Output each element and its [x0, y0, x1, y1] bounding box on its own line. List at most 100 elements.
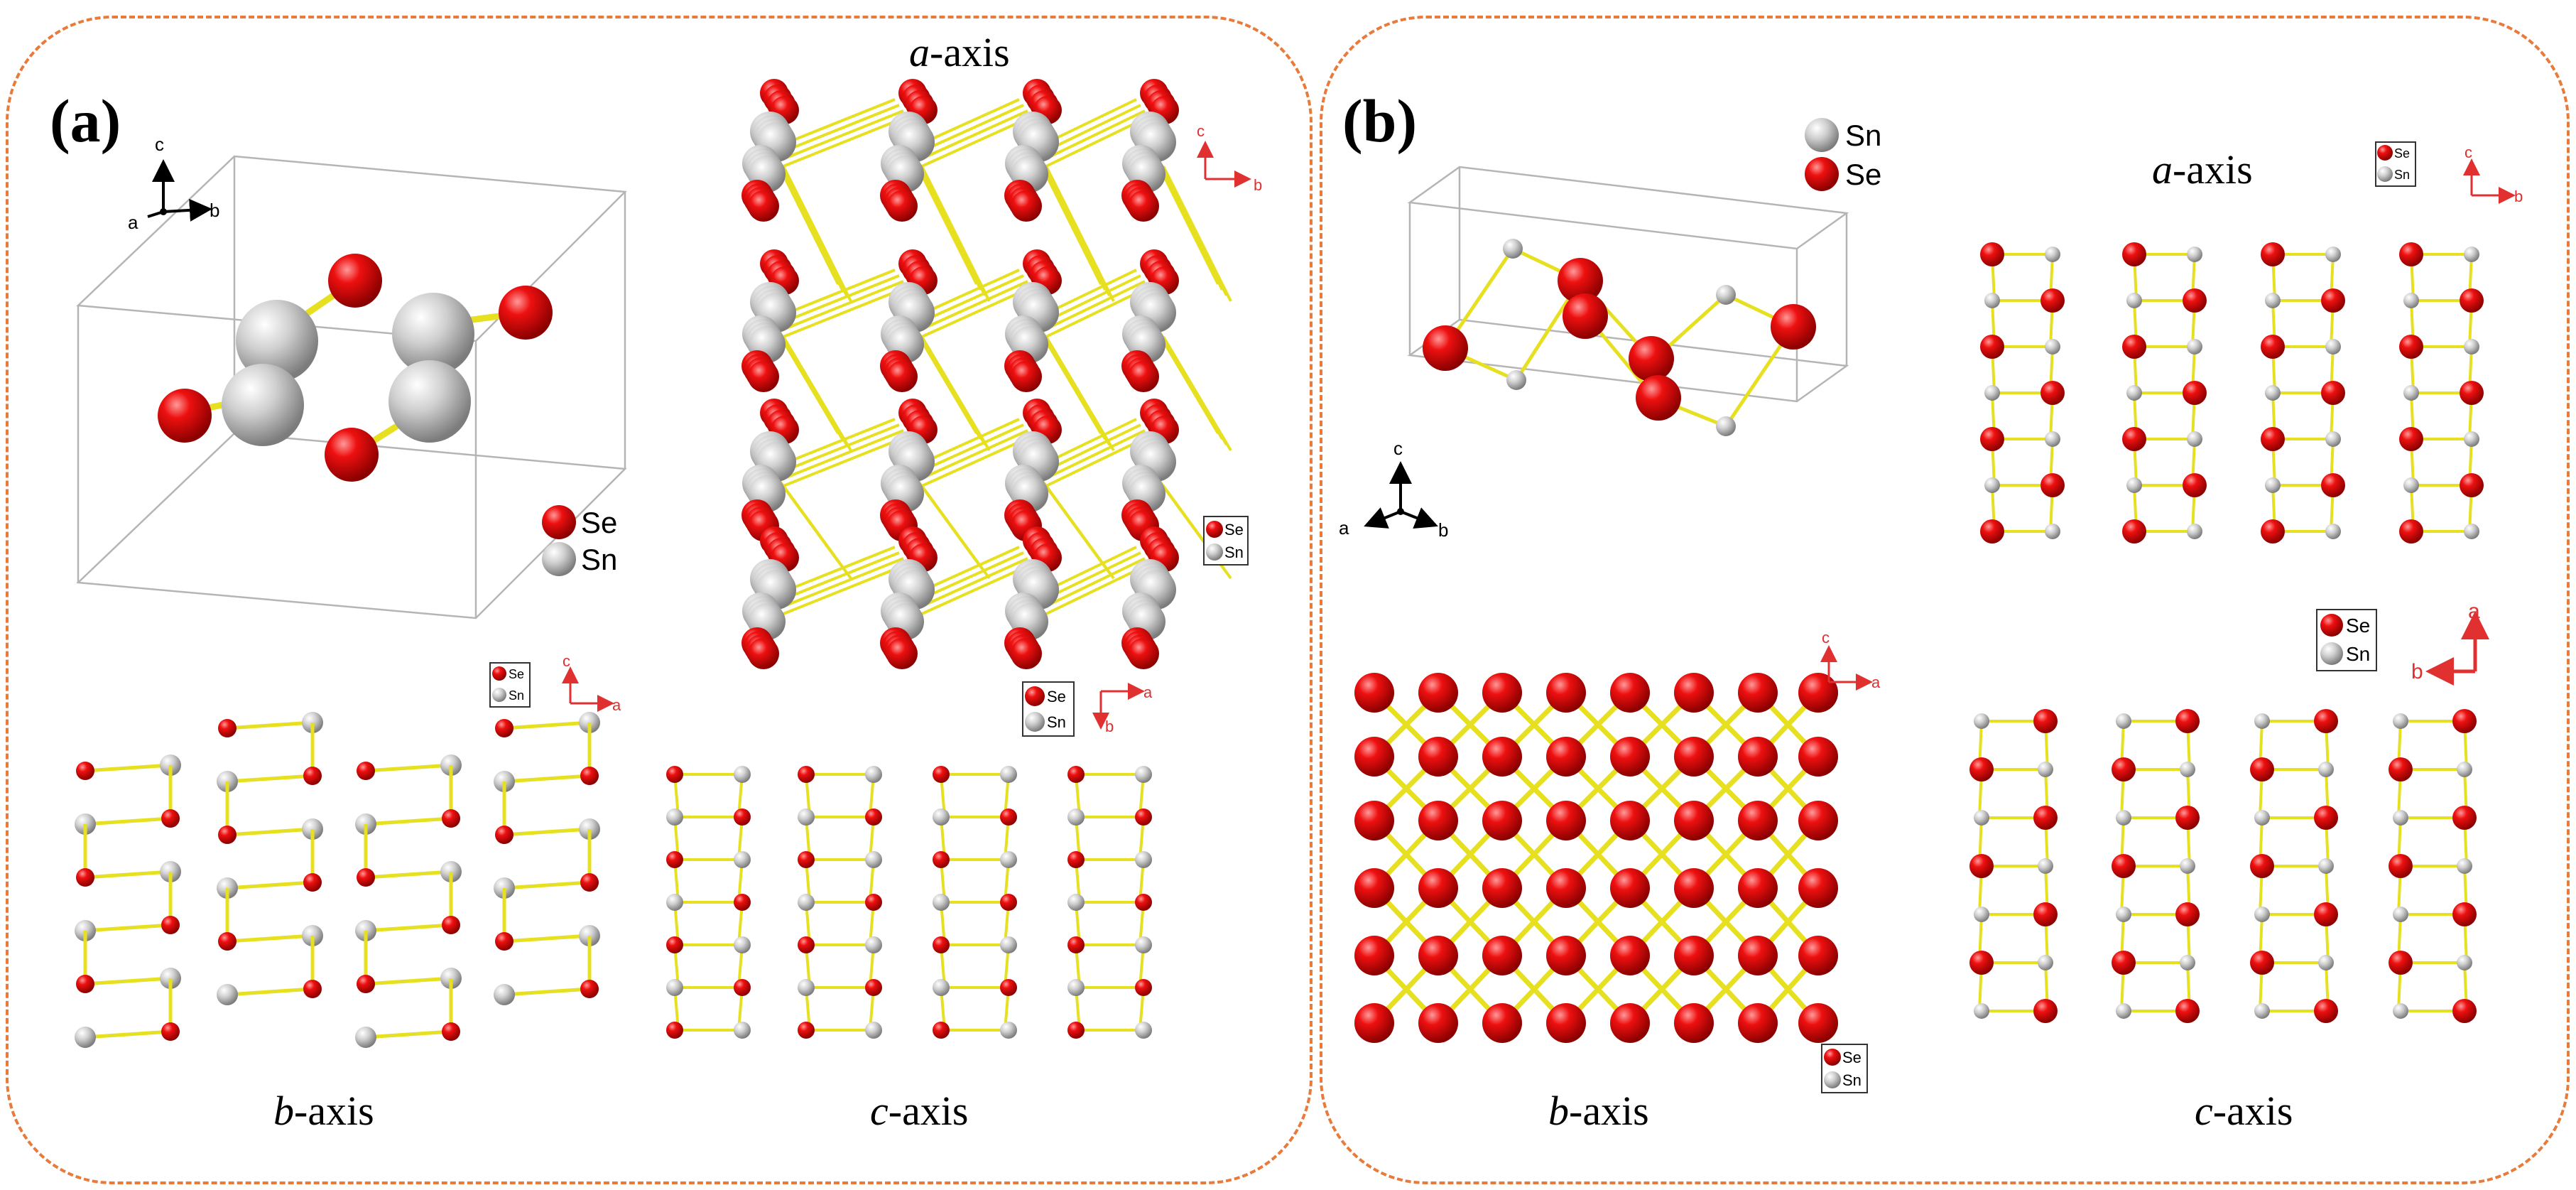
sn-atom: [734, 1022, 751, 1039]
se-atom: [76, 975, 94, 993]
se-atom: [2399, 335, 2423, 359]
bond: [782, 485, 852, 580]
se-atom: [161, 809, 180, 828]
bond: [85, 1029, 171, 1039]
panel-a-b-axis-view: [75, 712, 600, 1048]
sn-atom: [666, 979, 683, 996]
bond: [504, 934, 590, 943]
se-atom: [865, 979, 882, 996]
se-atom: [1610, 801, 1650, 840]
panel-b-b-axis-legend: Se Sn: [1821, 1044, 1868, 1093]
bond: [921, 563, 1033, 615]
sn-atom: [734, 766, 751, 783]
se-atom: [2452, 806, 2477, 830]
se-atom: [218, 826, 237, 844]
bond: [921, 435, 1033, 487]
sn-atom: [2126, 293, 2142, 308]
se-atom: [748, 638, 779, 669]
se-atom: [2399, 519, 2423, 543]
svg-text:b: b: [2411, 660, 2423, 683]
svg-text:Sn: Sn: [2346, 643, 2370, 665]
se-atom: [1980, 519, 2004, 543]
panel-a-a-axis-frame: c b: [1197, 122, 1262, 194]
se-atom: [798, 766, 815, 783]
sn-atom: [2403, 477, 2419, 493]
se-atom: [357, 762, 375, 780]
se-atom: [2399, 242, 2423, 266]
se-atom: [666, 936, 683, 953]
sn-atom: [798, 808, 815, 826]
svg-text:a: a: [612, 696, 621, 714]
se-atom: [2452, 709, 2477, 733]
sn-atom: [2187, 339, 2202, 355]
sn-atom: [865, 1022, 882, 1039]
se-atom: [1546, 673, 1586, 713]
panel-b-c-axis-legend: Se Sn: [2316, 609, 2377, 671]
svg-text:c: c: [1822, 629, 1830, 647]
se-atom: [1546, 936, 1586, 975]
sn-atom: [2318, 858, 2334, 874]
se-atom: [1135, 979, 1152, 996]
se-atom: [865, 808, 882, 826]
sn-atom: [222, 364, 304, 446]
se-atom: [2250, 757, 2274, 781]
panel-a-legend-se: Se: [581, 506, 617, 539]
se-atom: [2261, 427, 2285, 451]
sn-atom: [2045, 524, 2060, 539]
se-atom: [580, 873, 599, 892]
sn-atom: [2254, 810, 2270, 826]
se-atom: [580, 767, 599, 785]
se-atom: [1546, 1003, 1586, 1043]
se-atom: [2112, 951, 2136, 975]
bond: [365, 763, 452, 773]
sn-atom: [2325, 247, 2341, 262]
se-atom: [2314, 806, 2338, 830]
panel-b-a-axis-title: a-axis: [2152, 146, 2253, 193]
se-atom: [2261, 519, 2285, 543]
bond: [778, 109, 904, 162]
se-atom: [76, 868, 94, 887]
se-atom: [933, 936, 950, 953]
se-atom: [325, 428, 379, 482]
se-atom: [1135, 894, 1152, 911]
svg-text:Se: Se: [2394, 146, 2410, 161]
se-atom: [1980, 242, 2004, 266]
se-atom: [2033, 709, 2058, 733]
se-atom: [2175, 806, 2200, 830]
se-atom: [798, 851, 815, 868]
se-atom: [2250, 951, 2274, 975]
se-atom: [1969, 951, 1994, 975]
se-atom: [2314, 999, 2338, 1023]
se-atom: [798, 936, 815, 953]
se-atom: [2388, 951, 2413, 975]
sn-atom: [388, 360, 471, 443]
sn-atom: [2457, 955, 2472, 970]
se-atom: [1354, 673, 1394, 713]
svg-text:Se: Se: [1224, 521, 1244, 539]
se-atom: [1482, 801, 1522, 840]
sn-atom: [2318, 762, 2334, 777]
bond: [782, 335, 852, 452]
svg-text:Se: Se: [1842, 1049, 1862, 1066]
se-atom: [2122, 519, 2146, 543]
sn-atom: [2038, 762, 2053, 777]
se-atom: [442, 916, 460, 934]
panel-b-legend: Sn Se: [1805, 118, 1881, 191]
se-atom: [734, 979, 751, 996]
se-atom: [1798, 936, 1838, 975]
sn-atom: [1135, 936, 1152, 953]
panel-a-b-axis-title: b-axis: [273, 1088, 374, 1134]
sn-atom: [2180, 858, 2195, 874]
se-atom: [1418, 1003, 1458, 1043]
se-atom: [2040, 381, 2065, 405]
bond: [1162, 335, 1232, 452]
panel-a-label: (a): [50, 87, 121, 155]
se-atom: [1128, 361, 1159, 392]
se-atom: [734, 808, 751, 826]
se-atom: [2122, 335, 2146, 359]
svg-text:b: b: [1438, 519, 1448, 541]
sn-atom: [2187, 524, 2202, 539]
sn-atom: [1984, 477, 2000, 493]
sn-atom: [75, 1027, 96, 1048]
